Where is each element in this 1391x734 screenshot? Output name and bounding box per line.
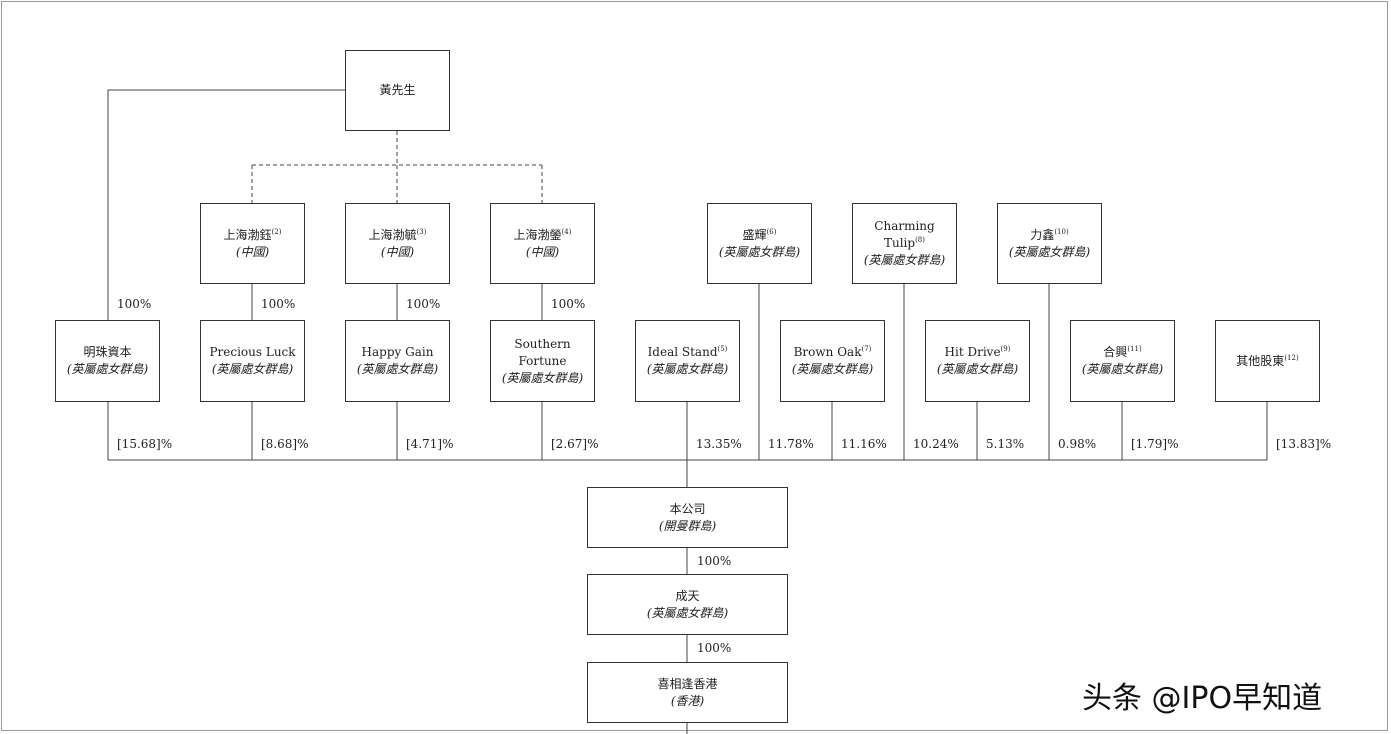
footnote-ref: (8) [915,236,925,244]
entity-jurisdiction: (中國) [380,244,415,259]
southern-fortune-box: Southern Fortune (英屬處女群島) [490,320,595,402]
shareholding-pct: 13.35% [696,437,742,451]
entity-name: 喜相逢香港 [657,676,718,691]
footnote-ref: (4) [561,227,572,236]
entity-jurisdiction: (中國) [525,244,560,259]
charming-tulip-box: Charming Tulip(8) (英屬處女群島) [852,203,957,284]
pct-label: 100% [551,297,586,311]
shanghai-box-1: 上海渤鈺(2) (中國) [200,203,305,284]
pct-label: 100% [406,297,441,311]
entity-jurisdiction: (英屬處女群島) [646,605,729,620]
entity-name: 上海渤鈺 [223,227,272,242]
other-shareholders-box: 其他股東(12) [1215,320,1320,402]
entity-name: 成天 [675,588,700,603]
entity-name: 上海渤鎣 [513,227,562,242]
pct-label: 100% [261,297,296,311]
entity-name: 本公司 [669,501,706,516]
hexing-box: 合興(11) (英屬處女群島) [1070,320,1175,402]
shareholding-pct: [4.71]% [406,437,454,451]
xixiangfeng-hk-box: 喜相逢香港 (香港) [587,662,788,723]
footnote-ref: (11) [1127,345,1142,353]
entity-jurisdiction: (英屬處女群島) [936,362,1019,376]
entity-jurisdiction: (英屬處女群島) [1081,362,1164,376]
entity-name: Ideal Stand [647,345,718,359]
shareholding-pct: [13.83]% [1276,437,1332,451]
entity-name-2: Fortune [518,353,567,368]
footnote-ref: (7) [861,345,872,353]
entity-name: Precious Luck [209,345,296,359]
shareholding-pct: 5.13% [986,437,1025,451]
precious-luck-box: Precious Luck (英屬處女群島) [200,320,305,402]
watermark: 头条 @IPO早知道 [1082,681,1323,716]
entity-jurisdiction: (英屬處女群島) [356,362,439,376]
pct-label: 100% [117,297,152,311]
huang-name: 黃先生 [379,83,416,97]
entity-jurisdiction: (英屬處女群島) [718,244,801,259]
entity-name: 力鑫 [1030,227,1055,242]
entity-name: Happy Gain [361,345,434,359]
entity-name: Charming [874,219,935,233]
entity-jurisdiction: (開曼群島) [658,518,717,533]
shenghui-box: 盛輝(6) (英屬處女群島) [707,203,812,284]
shareholding-pct: [15.68]% [117,437,173,451]
happy-gain-box: Happy Gain (英屬處女群島) [345,320,450,402]
entity-jurisdiction: (英屬處女群島) [791,362,874,376]
entity-name: Southern [514,336,571,351]
huang-box: 黃先生 [345,50,450,131]
shanghai-box-3: 上海渤鎣(4) (中國) [490,203,595,284]
entity-jurisdiction: (英屬處女群島) [646,362,729,376]
entity-jurisdiction: (英屬處女群島) [501,370,584,385]
entity-name-2: Tulip [883,236,916,250]
footnote-ref: (12) [1284,353,1299,362]
footnote-ref: (10) [1054,227,1069,236]
entity-jurisdiction: (英屬處女群島) [211,362,294,376]
shareholding-pct: 10.24% [913,437,959,451]
entity-name: Brown Oak [793,345,862,359]
entity-name: Hit Drive [944,345,1001,359]
shareholding-pct: [8.68]% [261,437,309,451]
lixin-box: 力鑫(10) (英屬處女群島) [997,203,1102,284]
brown-oak-box: Brown Oak(7) (英屬處女群島) [780,320,885,402]
chengtian-box: 成天 (英屬處女群島) [587,574,788,635]
entity-name: 明珠資本 [83,345,132,359]
shareholding-pct: [1.79]% [1131,437,1179,451]
shareholding-pct: 11.78% [768,437,814,451]
shanghai-box-2: 上海渤毓(3) (中國) [345,203,450,284]
footnote-ref: (6) [766,227,777,236]
footnote-ref: (9) [1000,345,1011,353]
entity-jurisdiction: (中國) [235,244,270,259]
mingzhu-box: 明珠資本 (英屬處女群島) [55,320,160,402]
footnote-ref: (2) [271,227,282,236]
pct-label: 100% [697,641,732,655]
entity-jurisdiction: (英屬處女群島) [66,362,149,376]
entity-name: 上海渤毓 [368,227,417,242]
shareholding-pct: 11.16% [841,437,887,451]
ideal-stand-box: Ideal Stand(5) (英屬處女群島) [635,320,740,402]
entity-name: 其他股東 [1236,353,1285,368]
footnote-ref: (3) [416,227,427,236]
entity-name: 合興 [1103,345,1128,359]
shareholding-pct: [2.67]% [551,437,599,451]
pct-label: 100% [697,554,732,568]
shareholding-pct: 0.98% [1058,437,1097,451]
entity-jurisdiction: (英屬處女群島) [1008,244,1091,259]
hit-drive-box: Hit Drive(9) (英屬處女群島) [925,320,1030,402]
entity-jurisdiction: (英屬處女群島) [863,253,946,267]
entity-jurisdiction: (香港) [670,693,705,708]
company-box: 本公司 (開曼群島) [587,487,788,548]
entity-name: 盛輝 [742,227,767,242]
footnote-ref: (5) [717,345,728,353]
